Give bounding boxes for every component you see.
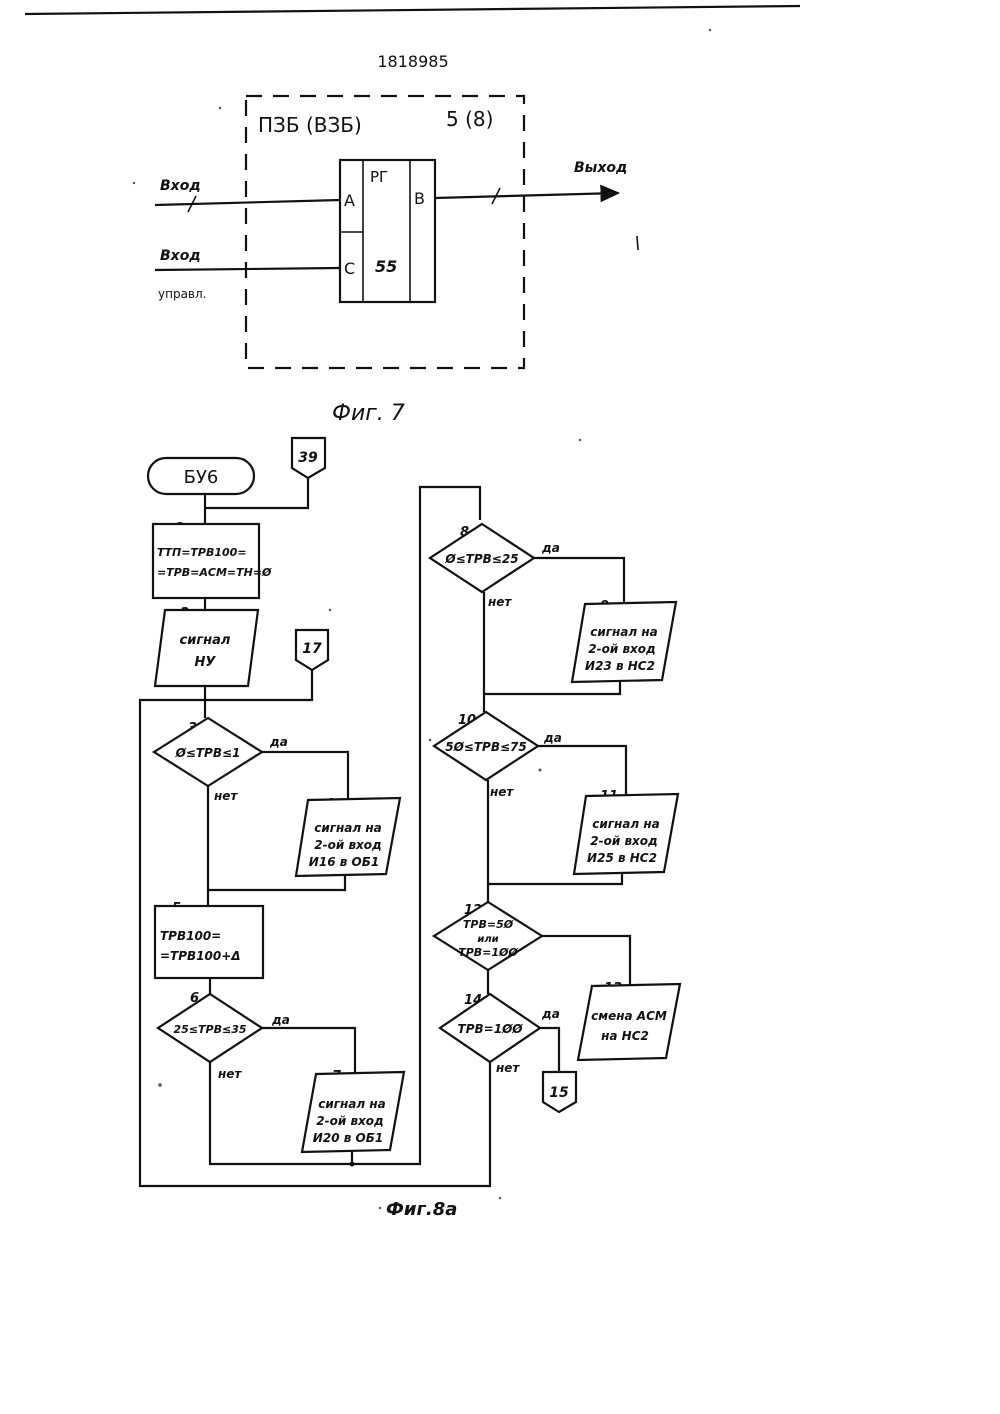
svg-text:Ø≤ТРВ≤25: Ø≤ТРВ≤25 bbox=[444, 552, 518, 566]
svg-text:2-ой вход: 2-ой вход bbox=[314, 838, 381, 852]
fig7-block-number: 5 (8) bbox=[446, 107, 493, 131]
svg-text:да: да bbox=[543, 731, 562, 745]
fig7-input2-label: Вход bbox=[160, 248, 201, 264]
svg-text:сигнал на: сигнал на bbox=[592, 817, 660, 831]
svg-text:да: да bbox=[271, 1013, 290, 1027]
svg-text:И25 в НС2: И25 в НС2 bbox=[587, 851, 657, 865]
fig7-port-b: В bbox=[414, 189, 425, 208]
svg-text:нет: нет bbox=[490, 785, 514, 799]
svg-text:нет: нет bbox=[488, 595, 512, 609]
svg-text:да: да bbox=[269, 735, 288, 749]
start-label: БУ6 bbox=[184, 467, 219, 488]
svg-text:ТРВ=1ØØ: ТРВ=1ØØ bbox=[458, 1022, 524, 1036]
svg-text:ТРВ=5Ø: ТРВ=5Ø bbox=[463, 918, 514, 931]
svg-text:5Ø≤ТРВ≤75: 5Ø≤ТРВ≤75 bbox=[445, 740, 527, 754]
block-2-io bbox=[155, 610, 258, 686]
svg-text:на НС2: на НС2 bbox=[601, 1029, 649, 1043]
fig7-input2-sub: управл. bbox=[158, 287, 206, 301]
svg-text:25≤ТРВ≤35: 25≤ТРВ≤35 bbox=[174, 1023, 247, 1036]
fig7-input2-line bbox=[155, 268, 340, 270]
fig7-output-line bbox=[435, 193, 618, 198]
fig8a-flowchart: БУ6 39 1 ТТП=ТРВ100= =ТРВ=АСМ=ТН=Ø 2 сиг… bbox=[140, 438, 680, 1186]
svg-text:сигнал: сигнал bbox=[180, 633, 231, 648]
svg-text:И20 в ОБ1: И20 в ОБ1 bbox=[313, 1131, 383, 1145]
svg-text:=ТРВ=АСМ=ТН=Ø: =ТРВ=АСМ=ТН=Ø bbox=[157, 566, 272, 579]
patent-number: 1818985 bbox=[377, 52, 448, 71]
fig7-caption: Фиг. 7 bbox=[332, 401, 405, 426]
svg-text:нет: нет bbox=[214, 789, 238, 803]
fig7-port-a: А bbox=[344, 191, 355, 210]
svg-text:И16 в ОБ1: И16 в ОБ1 bbox=[309, 855, 379, 869]
svg-text:15: 15 bbox=[549, 1085, 569, 1101]
fig7-register-number: 55 bbox=[375, 257, 397, 276]
svg-text:39: 39 bbox=[298, 450, 318, 466]
fig7-port-c: С bbox=[344, 259, 355, 278]
svg-text:2-ой вход: 2-ой вход bbox=[590, 834, 657, 848]
fig7-input1-line bbox=[155, 200, 340, 205]
svg-text:нет: нет bbox=[496, 1061, 520, 1075]
svg-text:сигнал на: сигнал на bbox=[318, 1097, 386, 1111]
svg-text:Ø≤ТРВ≤1: Ø≤ТРВ≤1 bbox=[175, 746, 241, 760]
svg-text:ТТП=ТРВ100=: ТТП=ТРВ100= bbox=[157, 546, 247, 559]
svg-text:НУ: НУ bbox=[195, 655, 217, 670]
svg-text:ТРВ=1ØØ: ТРВ=1ØØ bbox=[458, 946, 518, 959]
fig7-input1-label: Вход bbox=[160, 178, 201, 194]
svg-text:смена АСМ: смена АСМ bbox=[591, 1009, 667, 1023]
svg-text:да: да bbox=[541, 1007, 560, 1021]
svg-text:2-ой вход: 2-ой вход bbox=[588, 642, 655, 656]
block-1-process bbox=[153, 524, 259, 598]
svg-text:=ТРВ100+Δ: =ТРВ100+Δ bbox=[160, 949, 241, 963]
svg-text:И23 в НС2: И23 в НС2 bbox=[585, 659, 655, 673]
svg-text:ТРВ100=: ТРВ100= bbox=[160, 929, 221, 943]
fig7-diagram: ПЗБ (ВЗБ) 5 (8) РГ 55 А С В Вход Вход уп… bbox=[155, 96, 638, 368]
fig7-output-label: Выход bbox=[574, 160, 627, 176]
svg-text:или: или bbox=[477, 934, 498, 945]
stray-mark bbox=[637, 236, 638, 250]
page-top-rule bbox=[25, 6, 800, 14]
svg-text:сигнал на: сигнал на bbox=[314, 821, 382, 835]
svg-text:нет: нет bbox=[218, 1067, 242, 1081]
svg-text:17: 17 bbox=[302, 641, 322, 657]
fig8a-caption: Фиг.8а bbox=[386, 1199, 457, 1220]
fig7-block-title: ПЗБ (ВЗБ) bbox=[258, 113, 362, 137]
fig7-register-label: РГ bbox=[370, 168, 388, 186]
svg-text:да: да bbox=[541, 541, 560, 555]
svg-text:сигнал на: сигнал на bbox=[590, 625, 658, 639]
svg-text:2-ой вход: 2-ой вход bbox=[316, 1114, 383, 1128]
